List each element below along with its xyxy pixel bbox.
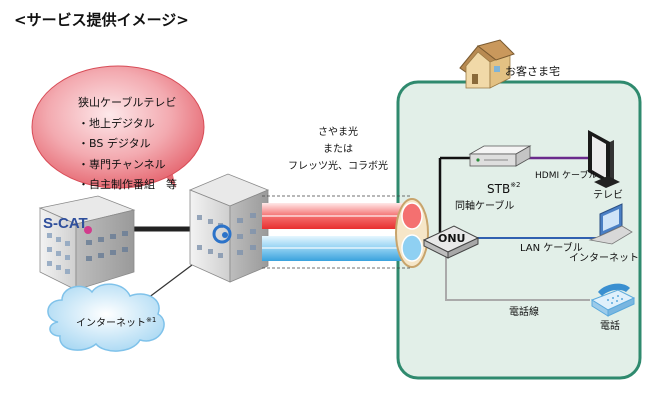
stb-label: STB※2: [487, 181, 521, 197]
onu-label: ONU: [438, 232, 466, 245]
phone-label: 電話: [600, 321, 620, 332]
internet-note: ※1: [146, 316, 157, 324]
service-item-bs: ・BS デジタル: [78, 137, 151, 150]
service-item-terrestrial: ・地上デジタル: [78, 116, 155, 130]
telephone-device: [590, 283, 636, 317]
provider-name: 狭山ケーブルテレビ: [78, 96, 177, 109]
phone-line-label: 電話線: [509, 307, 539, 318]
fiber-service-label: さやま光 または フレッツ光、コラボ光: [268, 124, 408, 175]
lan-cable-label: LAN ケーブル: [520, 243, 583, 254]
internet-cloud: [47, 283, 165, 352]
hdmi-cable-label: HDMI ケーブル: [535, 171, 598, 181]
stb-label-text: STB: [487, 182, 511, 196]
tv-device: [588, 130, 620, 188]
house-icon: [459, 39, 515, 89]
fiber-line-3: フレッツ光、コラボ光: [288, 161, 388, 172]
home-label: お客さま宅: [505, 65, 560, 78]
service-item-original: ・自主制作番組 等: [78, 178, 177, 191]
center-building: [188, 173, 270, 283]
tv-label: テレビ: [593, 190, 623, 201]
phone-line: [445, 246, 590, 301]
onu-device: [422, 225, 480, 259]
scat-building: S-CAT: [38, 195, 136, 291]
stb-note: ※2: [510, 181, 521, 189]
stb-device: [468, 145, 532, 167]
service-item-specialty: ・専門チャンネル: [78, 157, 166, 171]
laptop-device: [588, 203, 633, 245]
internet-cloud-label: インターネット※1: [76, 316, 157, 330]
fiber-line-2: または: [323, 144, 353, 155]
coax-cable-label: 同軸ケーブル: [455, 201, 515, 212]
fiber-line-1: さやま光: [318, 127, 358, 138]
page-title: <サービス提供イメージ>: [14, 11, 189, 29]
scat-logo: S-CAT: [43, 215, 88, 232]
internet-label-text: インターネット: [76, 318, 146, 329]
provider-service-list: 狭山ケーブルテレビ ・地上デジタル ・BS デジタル ・専門チャンネル ・自主制…: [78, 93, 177, 196]
pc-label: インターネット: [569, 253, 639, 264]
provider-bubble: [31, 65, 205, 189]
fiber-tubes: [262, 195, 429, 269]
